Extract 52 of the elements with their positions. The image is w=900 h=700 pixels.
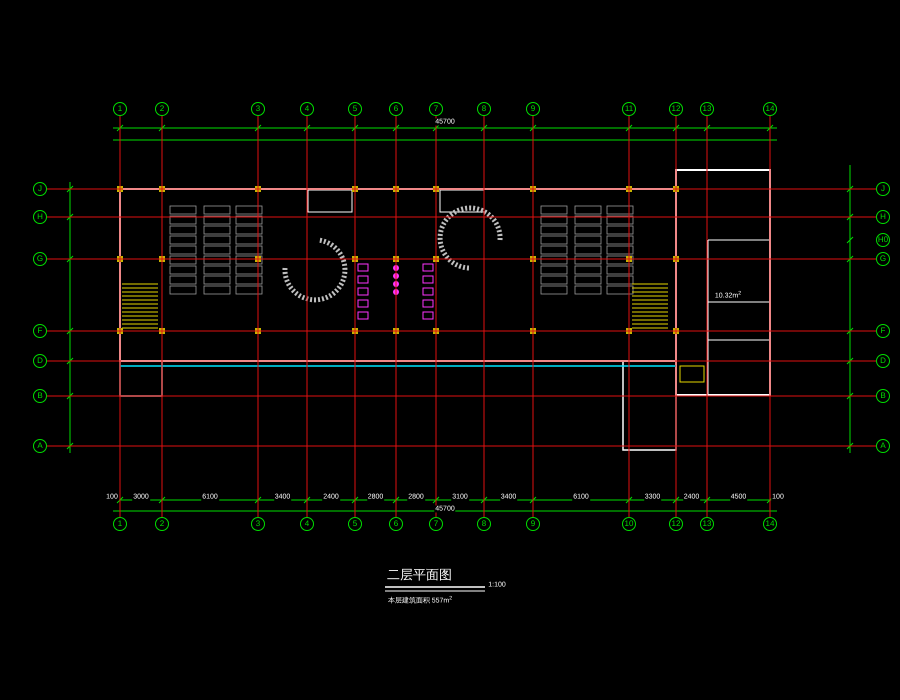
- axis-bubble: 11: [622, 102, 636, 116]
- axis-bubble: 5: [348, 102, 362, 116]
- axis-bubble: G: [876, 252, 890, 266]
- axis-bubble: 9: [526, 102, 540, 116]
- axis-line: [306, 116, 308, 518]
- axis-bubble: 3: [251, 517, 265, 531]
- axis-bubble: 8: [477, 517, 491, 531]
- axis-line: [354, 116, 356, 518]
- axis-bubble: A: [876, 439, 890, 453]
- axis-bubble: H: [33, 210, 47, 224]
- axis-bubble: 8: [477, 102, 491, 116]
- axis-bubble: J: [33, 182, 47, 196]
- axis-bubble: A: [33, 439, 47, 453]
- axis-bubble: F: [33, 324, 47, 338]
- axis-line: [46, 258, 876, 260]
- axis-bubble: 13: [700, 517, 714, 531]
- axis-bubble: B: [876, 389, 890, 403]
- axis-bubble: 1: [113, 517, 127, 531]
- axis-bubble: 10: [622, 517, 636, 531]
- axis-bubble: 6: [389, 517, 403, 531]
- axis-bubble: 4: [300, 517, 314, 531]
- axis-bubble: 14: [763, 102, 777, 116]
- axis-bubble: 1: [113, 102, 127, 116]
- axis-bubble: 5: [348, 517, 362, 531]
- axis-bubble: 2: [155, 517, 169, 531]
- axis-bubble: J: [876, 182, 890, 196]
- axis-bubble: 12: [669, 102, 683, 116]
- axis-line: [706, 116, 708, 518]
- axis-bubble: F: [876, 324, 890, 338]
- axis-line: [46, 360, 876, 362]
- axis-bubble: 6: [389, 102, 403, 116]
- drawing-title: 二层平面图: [387, 568, 452, 581]
- axis-bubble: 9: [526, 517, 540, 531]
- axis-bubble: 7: [429, 102, 443, 116]
- axis-bubble: 4: [300, 102, 314, 116]
- axis-bubble: 2: [155, 102, 169, 116]
- axis-bubble: H0: [876, 233, 890, 247]
- axis-bubble: 14: [763, 517, 777, 531]
- axis-line: [628, 116, 630, 518]
- axis-bubble: D: [33, 354, 47, 368]
- axis-bubble: G: [33, 252, 47, 266]
- axis-bubble: 7: [429, 517, 443, 531]
- axis-bubble: H: [876, 210, 890, 224]
- axis-bubble: 12: [669, 517, 683, 531]
- axis-line: [46, 188, 876, 190]
- axis-line: [532, 116, 534, 518]
- axis-line: [46, 216, 876, 218]
- axis-bubble: B: [33, 389, 47, 403]
- axis-bubble: D: [876, 354, 890, 368]
- axis-bubble: 13: [700, 102, 714, 116]
- axis-bubble: 3: [251, 102, 265, 116]
- axis-line: [46, 330, 876, 332]
